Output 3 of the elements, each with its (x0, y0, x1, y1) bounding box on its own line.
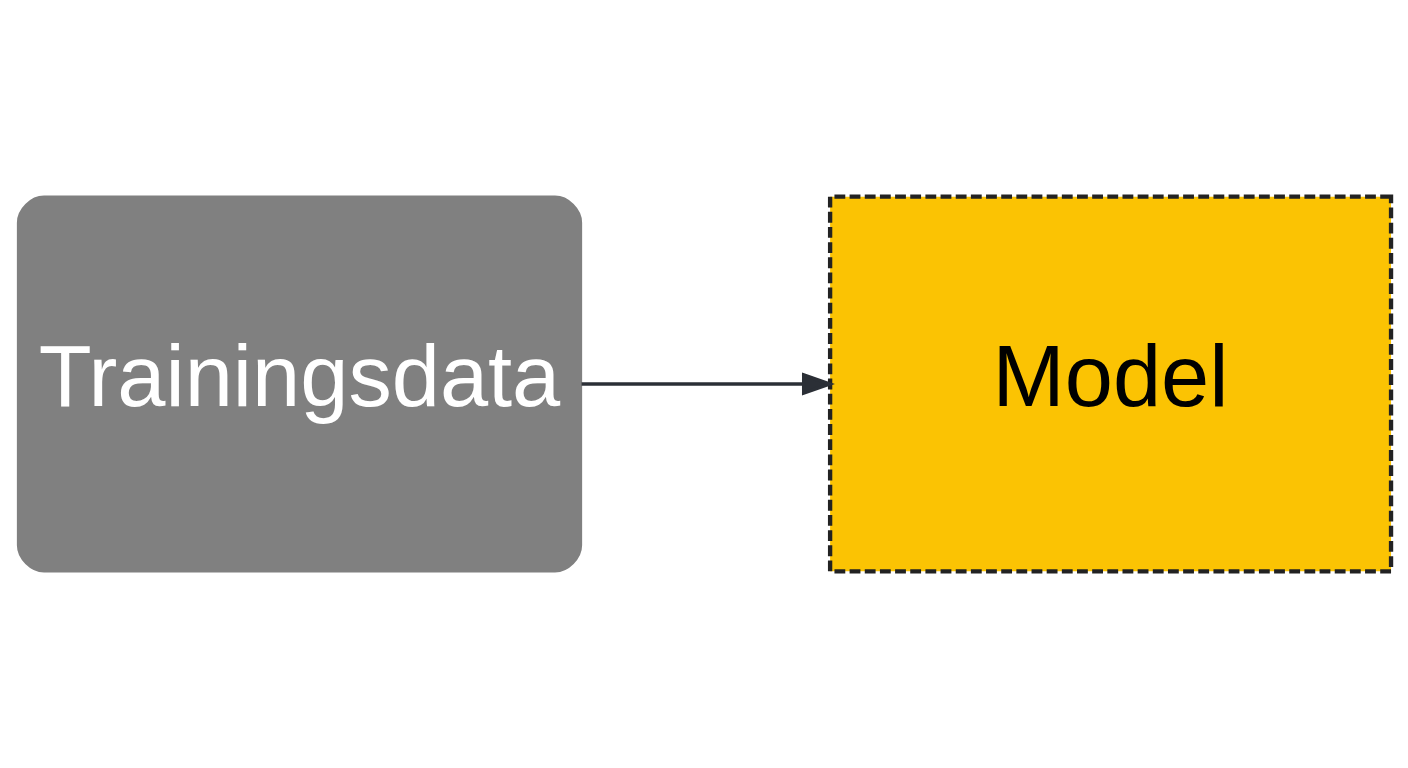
arrow (581, 372, 835, 396)
node-box: Model (827, 194, 1393, 574)
node-box: Trainingsdata (16, 195, 582, 573)
